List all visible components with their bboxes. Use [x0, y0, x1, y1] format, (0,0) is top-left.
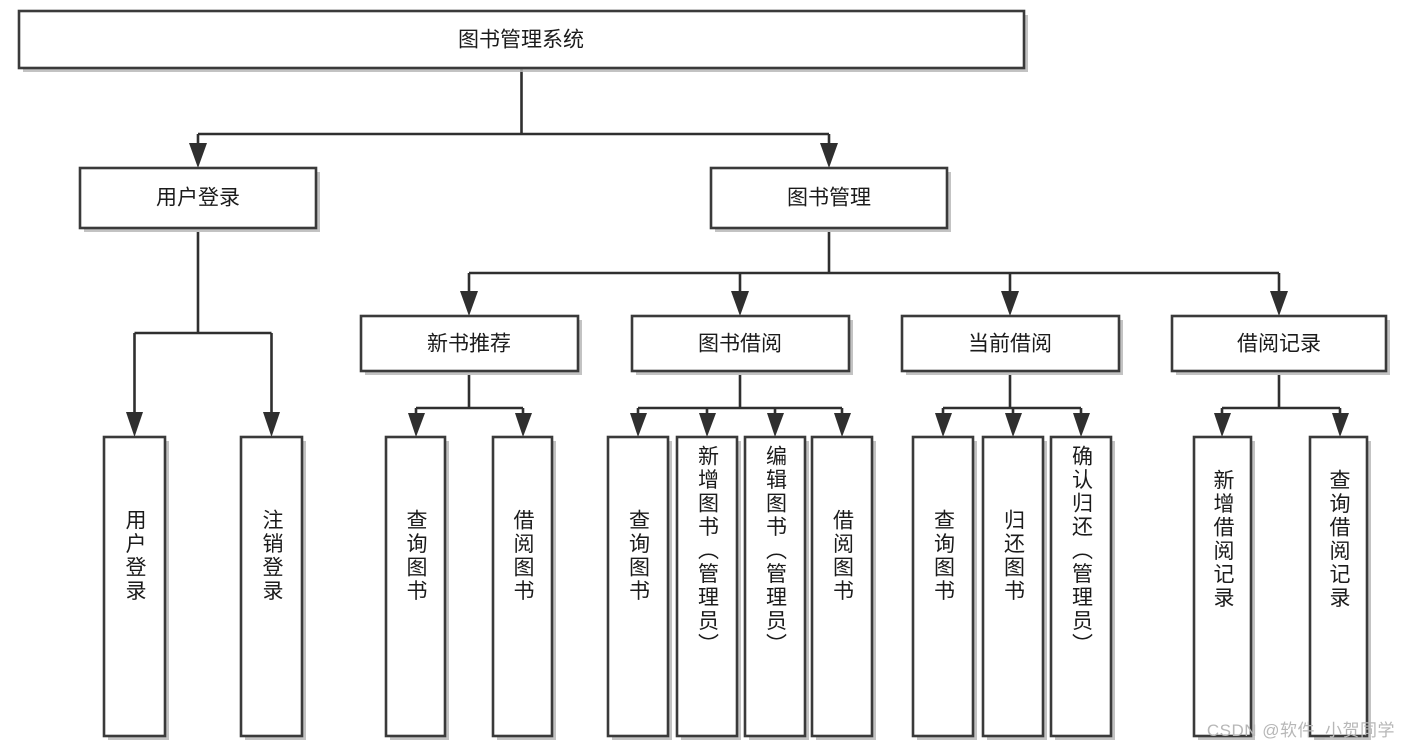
node-book-management[interactable]: 图书管理: [709, 166, 951, 232]
node-root-rect[interactable]: [17, 9, 1026, 70]
node-borrow-record-rect[interactable]: [1170, 314, 1388, 373]
leaf-node-current-borrow-3[interactable]: [1049, 435, 1115, 740]
node-new-book-recommend[interactable]: 新书推荐: [359, 314, 582, 375]
watermark-text: CSDN @软件_小贺同学: [1206, 721, 1395, 740]
arrow-head-l3-3: [1001, 291, 1019, 316]
node-borrow-record-label: 借阅记录: [1237, 333, 1321, 356]
arrow-head-currentborrow-leaf-3: [1073, 413, 1090, 437]
leaf-node-borrow-record-2-rect[interactable]: [1308, 435, 1369, 738]
arrow-head-bookborrow-leaf-2: [699, 413, 716, 437]
node-user-login[interactable]: 用户登录: [78, 166, 320, 232]
leaf-node-user-login-1[interactable]: [102, 435, 169, 740]
leaf-node-new-book-1-rect[interactable]: [384, 435, 447, 738]
leaf-node-new-book-2-rect[interactable]: [491, 435, 554, 738]
node-book-borrow[interactable]: 图书借阅: [630, 314, 853, 375]
leaf-node-book-borrow-3-rect[interactable]: [743, 435, 807, 738]
node-book-borrow-label: 图书借阅: [698, 333, 782, 356]
node-user-login-rect[interactable]: [78, 166, 318, 230]
leaf-node-book-borrow-2[interactable]: [675, 435, 741, 740]
node-root[interactable]: 图书管理系统: [17, 9, 1028, 72]
node-current-borrow-label: 当前借阅: [968, 333, 1052, 356]
leaf-node-book-borrow-4-rect[interactable]: [810, 435, 874, 738]
node-root-label: 图书管理系统: [458, 29, 584, 52]
connector-group-bookmgmt: [460, 232, 1288, 316]
leaf-node-current-borrow-3-rect[interactable]: [1049, 435, 1113, 738]
leaf-node-book-borrow-3[interactable]: [743, 435, 809, 740]
arrow-head-borrowrecord-leaf-1: [1214, 413, 1231, 437]
leaf-node-user-login-2-rect[interactable]: [239, 435, 304, 738]
leaf-node-current-borrow-2[interactable]: [981, 435, 1047, 740]
node-book-borrow-rect[interactable]: [630, 314, 851, 373]
arrow-head-currentborrow-leaf-2: [1005, 413, 1022, 437]
leaf-node-current-borrow-2-rect[interactable]: [981, 435, 1045, 738]
node-book-management-label: 图书管理: [787, 187, 871, 210]
leaf-node-book-borrow-1-rect[interactable]: [606, 435, 670, 738]
node-borrow-record[interactable]: 借阅记录: [1170, 314, 1390, 375]
arrow-head-bookborrow-leaf-3: [767, 413, 784, 437]
connector-group-userlogin: [126, 232, 280, 437]
connector-group-bookborrow: [630, 375, 851, 437]
leaf-node-book-borrow-2-rect[interactable]: [675, 435, 739, 738]
arrow-head-userlogin: [189, 143, 207, 168]
arrow-head-borrowrecord-leaf-2: [1332, 413, 1349, 437]
leaf-node-user-login-2[interactable]: [239, 435, 306, 740]
arrow-head-currentborrow-leaf-1: [935, 413, 952, 437]
connector-group-root: [189, 68, 838, 168]
node-current-borrow[interactable]: 当前借阅: [900, 314, 1123, 375]
node-user-login-label: 用户登录: [156, 187, 240, 210]
connector-group-borrowrecord: [1214, 375, 1349, 437]
node-new-book-recommend-label: 新书推荐: [427, 333, 511, 356]
arrow-head-userlogin-leaf-1: [126, 412, 143, 437]
leaf-node-user-login-1-rect[interactable]: [102, 435, 167, 738]
arrow-head-bookborrow-leaf-1: [630, 413, 647, 437]
arrow-head-userlogin-leaf-2: [263, 412, 280, 437]
arrow-head-newbook-leaf-2: [515, 413, 532, 437]
leaf-node-book-borrow-1[interactable]: [606, 435, 672, 740]
node-book-management-rect[interactable]: [709, 166, 949, 230]
arrow-head-newbook-leaf-1: [408, 413, 425, 437]
leaf-node-new-book-2[interactable]: [491, 435, 556, 740]
leaf-node-book-borrow-4[interactable]: [810, 435, 876, 740]
connector-group-currentborrow: [935, 375, 1090, 437]
leaf-node-new-book-1[interactable]: [384, 435, 449, 740]
arrow-head-bookmgmt: [820, 143, 838, 168]
arrow-head-l3-2: [731, 291, 749, 316]
node-current-borrow-rect[interactable]: [900, 314, 1121, 373]
arrow-head-bookborrow-leaf-4: [834, 413, 851, 437]
node-new-book-recommend-rect[interactable]: [359, 314, 580, 373]
leaf-node-borrow-record-1-rect[interactable]: [1192, 435, 1253, 738]
leaf-node-borrow-record-1[interactable]: [1192, 435, 1255, 740]
leaf-node-current-borrow-1-rect[interactable]: [911, 435, 975, 738]
arrow-head-l3-4: [1270, 291, 1288, 316]
leaf-node-current-borrow-1[interactable]: [911, 435, 977, 740]
arrow-head-l3-1: [460, 291, 478, 316]
leaf-node-borrow-record-2[interactable]: [1308, 435, 1371, 740]
connector-group-newbook: [408, 375, 532, 437]
